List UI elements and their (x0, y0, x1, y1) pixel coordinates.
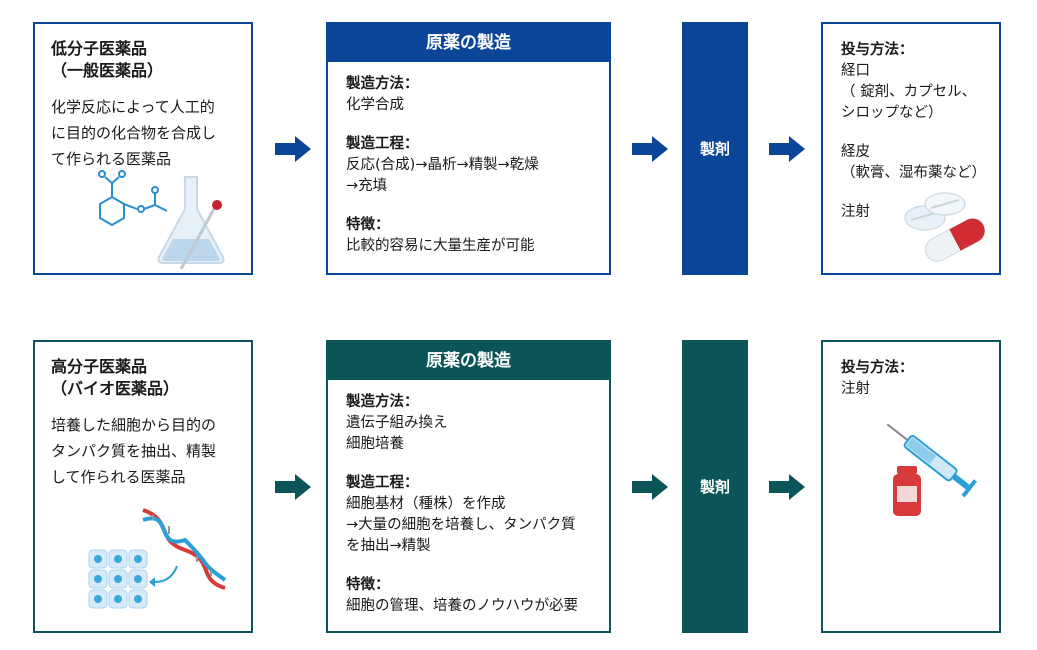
small-molecule-description: 化学反応によって人工的 に目的の化合物を合成し て作られる医薬品 (51, 98, 217, 168)
pills-icon (904, 192, 986, 262)
small-molecule-title: 低分子医薬品 （一般医薬品） (51, 39, 164, 80)
arrow-right-icon (769, 474, 805, 500)
process-header: 原薬の製造 (328, 24, 609, 62)
dna-and-cells-icon (88, 508, 227, 609)
biologic-description: 培養した細胞から目的の タンパク質を抽出、精製 して作られる医薬品 (51, 416, 217, 486)
features-section: 特徴： 細胞の管理、培養のノウハウが必要 (346, 577, 578, 614)
arrow-right-icon (275, 136, 311, 162)
formulation-bar: 製剤 (682, 340, 748, 633)
steps-section: 製造工程： 細胞基材（種株）を作成 →大量の細胞を培養し、タンパク質 を抽出→精… (346, 475, 576, 554)
arrow-right-icon (769, 136, 805, 162)
small-molecule-administration-card: 投与方法： 経口 （ 錠剤、カプセル、 シロップなど） 経皮 （軟膏、湿布薬など… (821, 22, 1001, 275)
oral-route: 経口 （ 錠剤、カプセル、 シロップなど） (841, 63, 977, 121)
injection-route: 注射 (841, 381, 870, 397)
method-section: 製造方法： 遺伝子組み換え 細胞培養 (346, 394, 448, 452)
biologic-process-card: 原薬の製造 製造方法： 遺伝子組み換え 細胞培養 製造工程： 細胞基材（種株）を… (326, 340, 611, 633)
arrow-right-icon (275, 474, 311, 500)
injection-route: 注射 (841, 204, 870, 220)
formulation-bar: 製剤 (682, 22, 748, 275)
arrow-right-icon (632, 136, 668, 162)
biologic-title: 高分子医薬品 （バイオ医薬品） (51, 357, 180, 398)
process-header: 原薬の製造 (328, 342, 609, 380)
small-molecule-card: 低分子医薬品 （一般医薬品） 化学反応によって人工的 に目的の化合物を合成し て… (33, 22, 253, 275)
flask-and-molecule-icon (98, 170, 225, 269)
biologic-card: 高分子医薬品 （バイオ医薬品） 培養した細胞から目的の タンパク質を抽出、精製 … (33, 340, 253, 633)
biologic-administration-card: 投与方法： 注射 (821, 340, 1001, 633)
arrow-right-icon (632, 474, 668, 500)
small-molecule-process-card: 原薬の製造 製造方法： 化学合成 製造工程： 反応(合成)→晶析→精製→乾燥 →… (326, 22, 611, 275)
steps-section: 製造工程： 反応(合成)→晶析→精製→乾燥 →充填 (346, 136, 539, 194)
features-section: 特徴： 比較的容易に大量生産が可能 (346, 217, 535, 254)
transdermal-route: 経皮 （軟膏、湿布薬など） (841, 144, 986, 181)
method-section: 製造方法： 化学合成 (346, 76, 419, 113)
syringe-and-vial-icon (886, 423, 977, 516)
